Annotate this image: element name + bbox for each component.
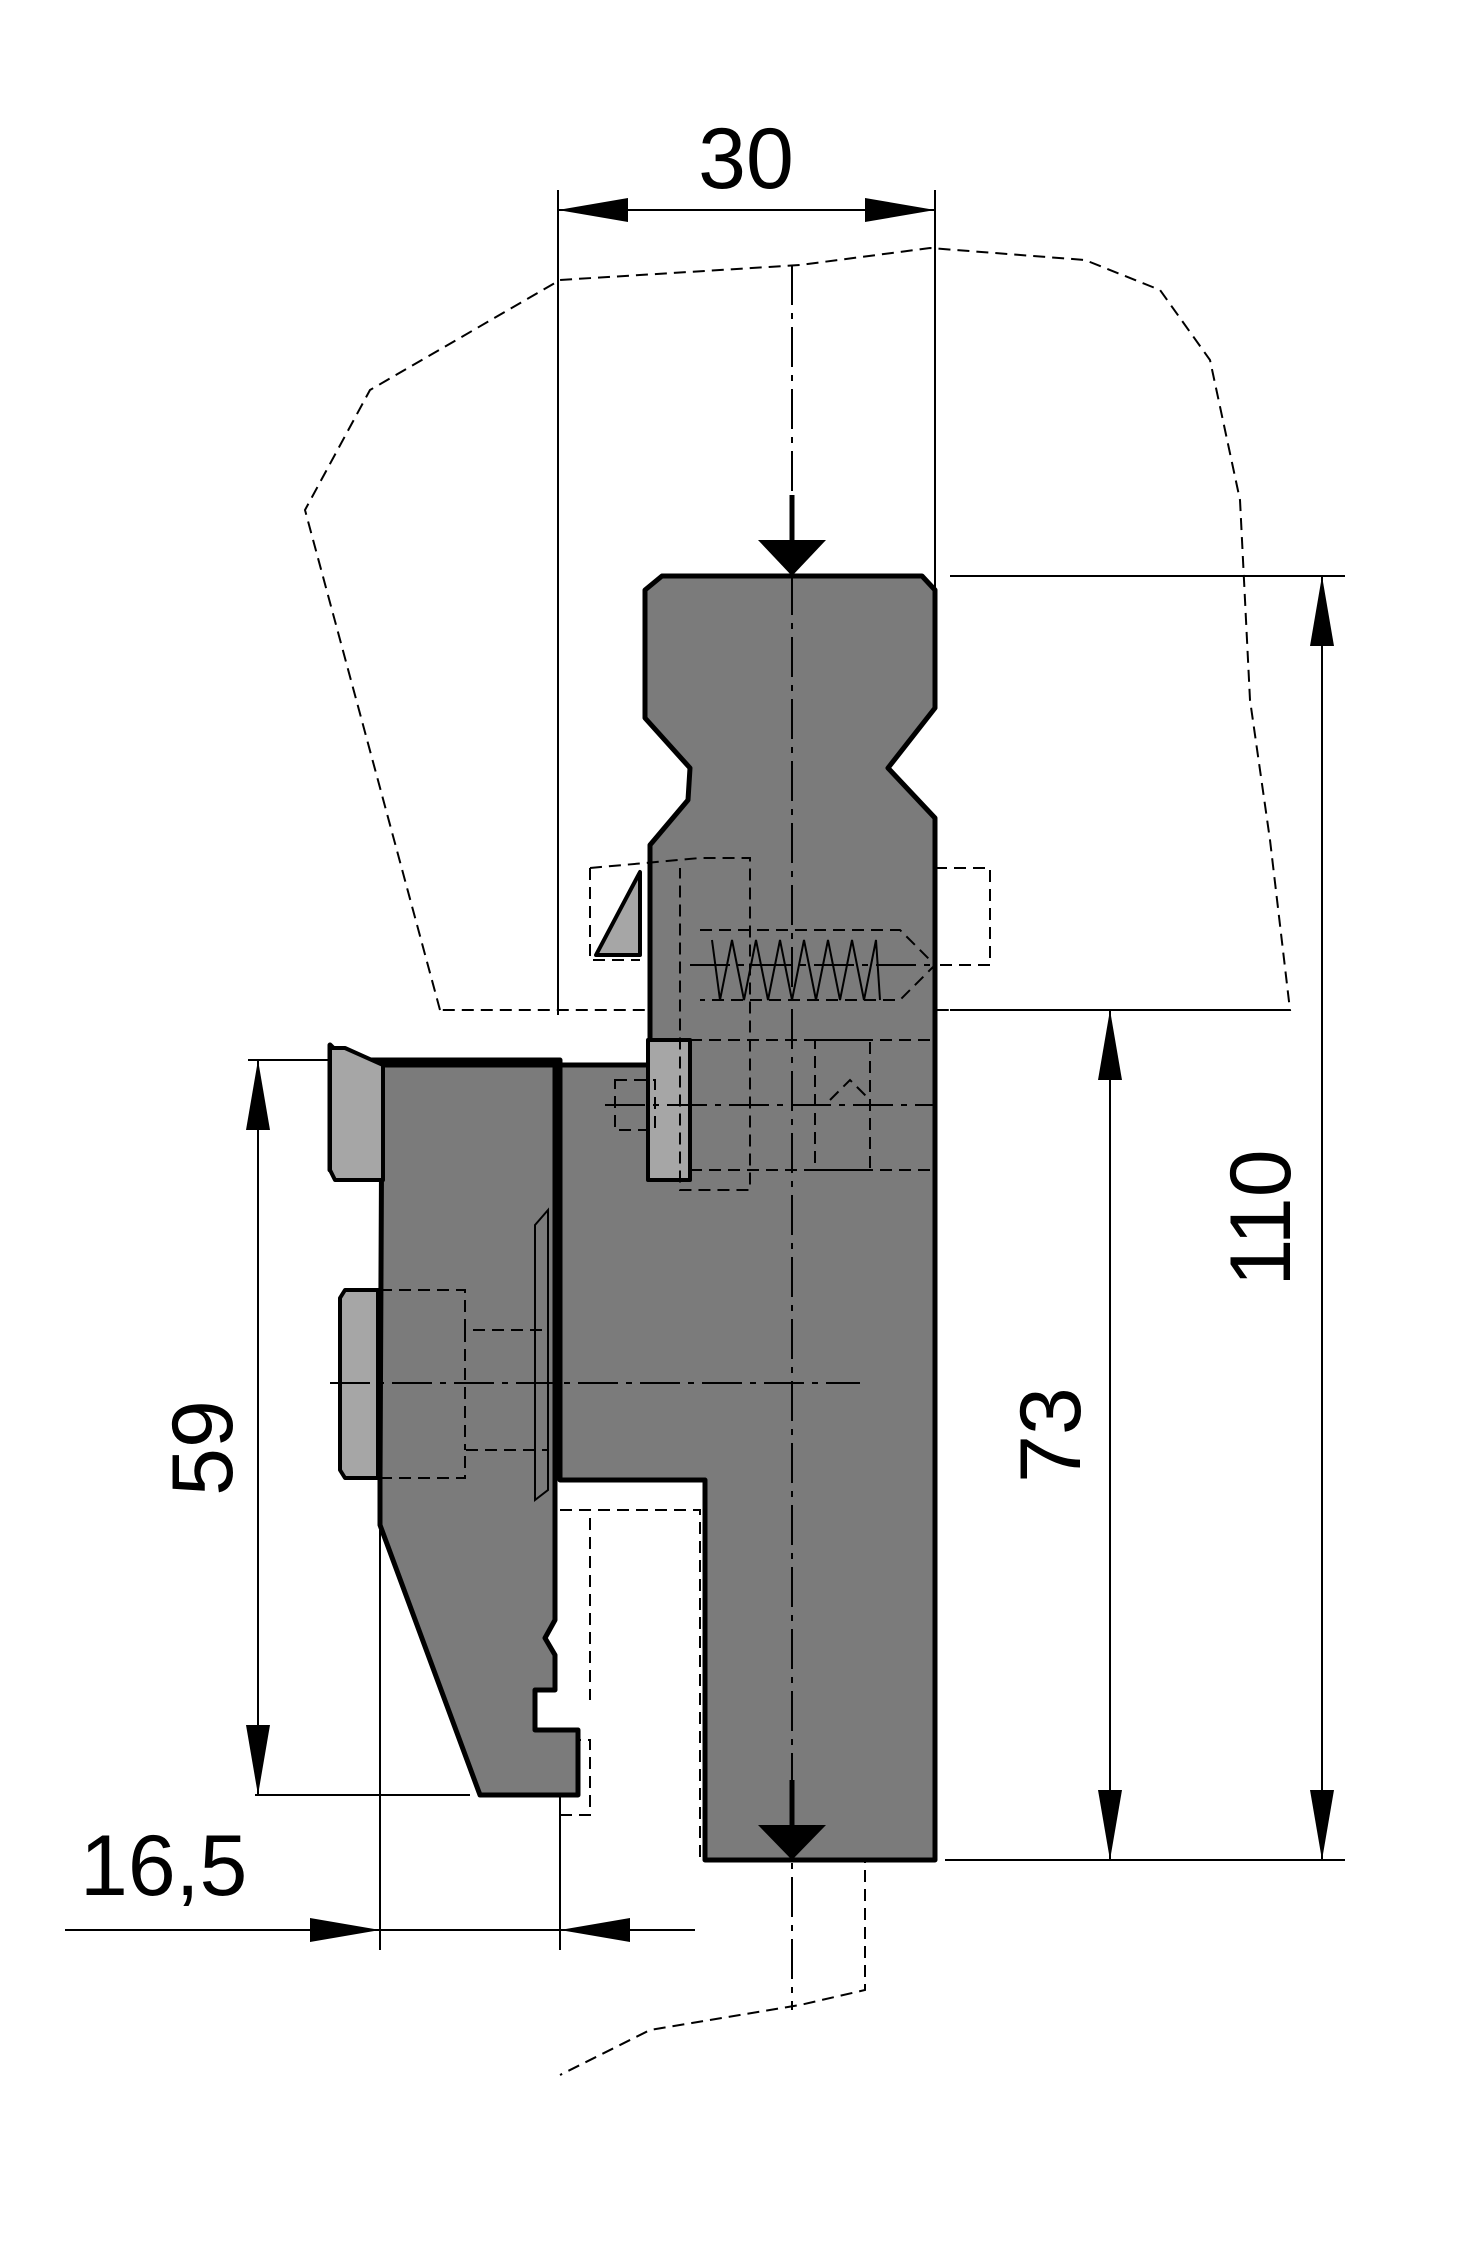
spring <box>711 939 881 1001</box>
dim-label-110: 110 <box>1213 1149 1309 1286</box>
hidden-insert-right <box>935 867 991 966</box>
dim-label-width: 30 <box>698 111 794 207</box>
lower-beam-outline <box>559 1509 866 2076</box>
top-load-arrow-head <box>758 540 826 576</box>
dim-arrow-73-bottom <box>1098 1790 1122 1860</box>
dim-arrow-59-top <box>246 1060 270 1130</box>
hidden-small-screw <box>614 1079 656 1131</box>
hidden-insert-top <box>589 857 751 1191</box>
dim-arrow-165-right <box>560 1918 630 1942</box>
hidden-screw-tip <box>829 1078 871 1101</box>
dim-label-59: 59 <box>155 1400 251 1496</box>
hidden-insert-left <box>589 868 640 961</box>
dim-arrow-110-bottom <box>1310 1790 1334 1860</box>
hidden-spring-bore <box>700 929 937 1001</box>
top-tab <box>328 1046 385 1182</box>
dim-label-165: 16,5 <box>80 1818 247 1914</box>
dim-arrow-110-top <box>1310 576 1334 646</box>
dim-arrow-width-right <box>865 198 935 222</box>
inner-strip <box>646 1038 692 1182</box>
dim-arrow-59-bottom <box>246 1725 270 1795</box>
clamp-slot <box>534 1207 549 1503</box>
hidden-cross-bore <box>690 1039 935 1171</box>
upper-beam-outline <box>303 246 1292 1011</box>
bottom-load-arrow-head <box>758 1825 826 1860</box>
hidden-clamp-lower <box>560 1509 591 1700</box>
wedge-piece <box>594 870 642 957</box>
dim-arrow-165-left <box>310 1918 380 1942</box>
dim-label-73: 73 <box>1003 1387 1099 1483</box>
clamp-arm <box>377 1062 581 1798</box>
hidden-pin-clamp <box>380 1289 548 1479</box>
dim-arrow-width-left <box>558 198 628 222</box>
dim-arrow-73-top <box>1098 1010 1122 1080</box>
